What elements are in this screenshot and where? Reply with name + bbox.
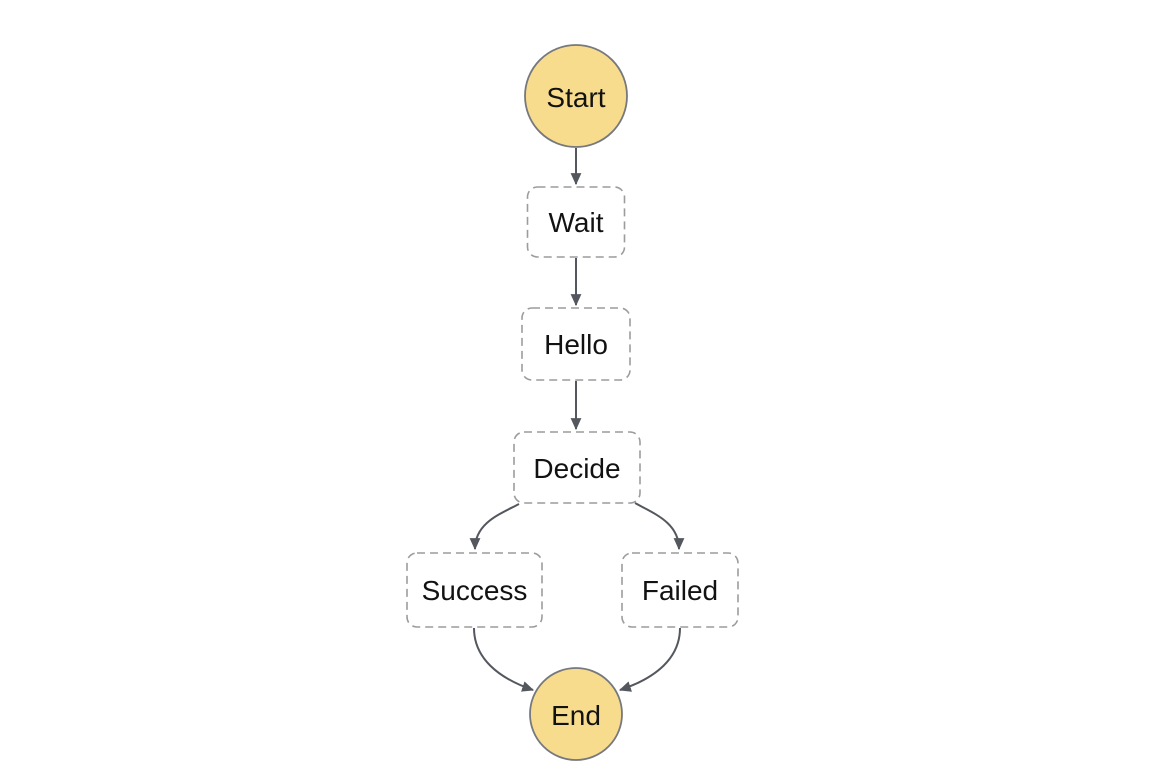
node-success-label: Success <box>422 575 528 606</box>
node-success[interactable]: Success <box>406 552 543 628</box>
node-decide[interactable]: Decide <box>513 431 641 504</box>
node-failed-label: Failed <box>642 575 718 606</box>
node-failed[interactable]: Failed <box>621 552 739 628</box>
node-hello-label: Hello <box>544 329 608 360</box>
node-wait[interactable]: Wait <box>526 186 626 258</box>
node-end-label: End <box>551 700 601 731</box>
node-wait-label: Wait <box>549 207 604 238</box>
edge-decide-to-failed <box>634 502 685 551</box>
node-hello[interactable]: Hello <box>521 307 631 381</box>
edge-decide-to-success <box>469 503 520 551</box>
node-start[interactable]: Start <box>524 44 628 148</box>
node-start-label: Start <box>546 82 605 113</box>
failed-box <box>621 552 739 628</box>
wait-box <box>526 186 626 258</box>
edge-failed-to-end <box>618 627 681 692</box>
hello-box <box>521 307 631 381</box>
edges-layer <box>469 148 685 692</box>
node-end[interactable]: End <box>529 667 623 761</box>
start-circle <box>524 44 628 148</box>
decide-box <box>513 431 641 504</box>
end-circle <box>529 667 623 761</box>
edge-success-to-end <box>473 627 535 692</box>
success-box <box>406 552 543 628</box>
node-decide-label: Decide <box>533 453 620 484</box>
